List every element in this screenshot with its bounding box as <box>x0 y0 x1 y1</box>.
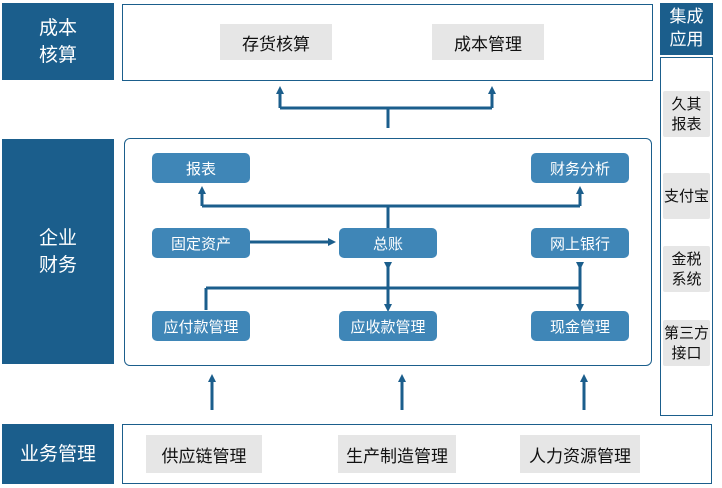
accounts-payable-node[interactable]: 应付款管理 <box>152 311 250 341</box>
financial-analysis-node[interactable]: 财务分析 <box>531 153 629 183</box>
hr-box[interactable]: 人力资源管理 <box>520 435 640 473</box>
online-banking-node[interactable]: 网上银行 <box>531 228 629 258</box>
third-party-interface-item[interactable]: 第三方 接口 <box>663 320 710 366</box>
golden-tax-item[interactable]: 金税 系统 <box>663 246 710 292</box>
alipay-item[interactable]: 支付宝 <box>663 173 710 219</box>
reports-node[interactable]: 报表 <box>152 153 250 183</box>
fixed-assets-node[interactable]: 固定资产 <box>152 228 250 258</box>
cost-accounting-panel <box>122 4 653 81</box>
general-ledger-node[interactable]: 总账 <box>339 228 437 258</box>
enterprise-finance-label: 企业 财务 <box>2 139 114 364</box>
cost-management-box[interactable]: 成本管理 <box>432 24 544 60</box>
supply-chain-box[interactable]: 供应链管理 <box>146 435 262 473</box>
cash-management-node[interactable]: 现金管理 <box>531 311 629 341</box>
integration-label: 集成 应用 <box>660 3 713 55</box>
accounts-receivable-node[interactable]: 应收款管理 <box>339 311 437 341</box>
production-box[interactable]: 生产制造管理 <box>338 435 456 473</box>
jiuqi-report-item[interactable]: 久其 报表 <box>663 91 710 137</box>
cost-accounting-label: 成本 核算 <box>2 3 114 80</box>
inventory-accounting-box[interactable]: 存货核算 <box>220 24 332 60</box>
business-management-label: 业务管理 <box>2 424 114 484</box>
